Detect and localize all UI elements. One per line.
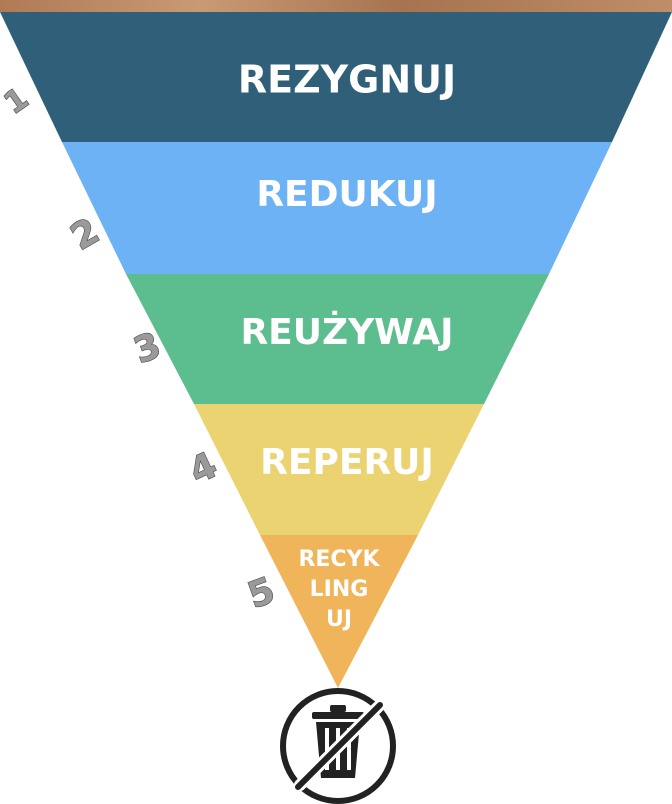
level-1-band: [0, 12, 672, 142]
level-3-label: REUŻYWAJ: [240, 310, 453, 353]
level-4: REPERUJ 4: [183, 404, 484, 535]
level-2: REDUKUJ 2: [62, 142, 612, 274]
level-5: RECYK LING UJ 5: [242, 535, 418, 688]
level-5-label-line-2: LING: [310, 577, 369, 602]
no-trash-icon: [280, 688, 396, 804]
level-2-band: [62, 142, 612, 274]
photo-strip: [0, 0, 672, 12]
level-1: REZYGNUJ 1: [0, 12, 672, 142]
level-2-label: REDUKUJ: [256, 174, 437, 215]
level-5-label-line-1: RECYK: [298, 547, 380, 572]
level-1-number: 1: [0, 81, 35, 122]
level-4-number: 4: [183, 445, 223, 493]
level-4-label: REPERUJ: [260, 442, 434, 483]
level-5-number: 5: [243, 570, 281, 617]
level-5-label-line-3: UJ: [326, 607, 352, 632]
level-3-band: [126, 274, 549, 404]
level-5-band: [260, 535, 418, 688]
level-4-band: [194, 404, 484, 535]
level-3: REUŻYWAJ 3: [126, 274, 549, 404]
level-1-label: REZYGNUJ: [238, 58, 456, 102]
